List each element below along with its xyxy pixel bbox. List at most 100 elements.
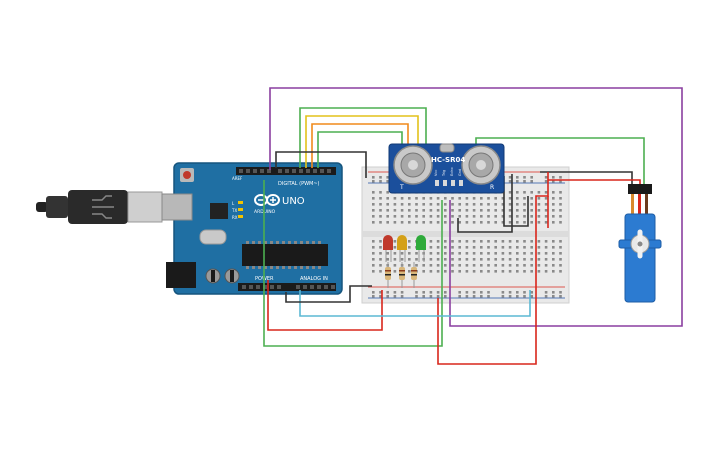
breadboard-hole[interactable] (530, 264, 533, 267)
breadboard-hole[interactable] (530, 240, 533, 243)
resistor-1[interactable] (385, 262, 391, 288)
breadboard-hole[interactable] (552, 215, 555, 218)
breadboard-hole[interactable] (386, 191, 389, 194)
breadboard-hole[interactable] (552, 264, 555, 267)
breadboard-hole[interactable] (508, 240, 512, 243)
breadboard-hole[interactable] (552, 258, 555, 261)
breadboard-hole[interactable] (480, 197, 483, 200)
breadboard-hole[interactable] (523, 180, 526, 183)
breadboard-hole[interactable] (379, 176, 382, 179)
breadboard-hole[interactable] (530, 221, 533, 224)
breadboard-hole[interactable] (415, 197, 418, 200)
breadboard-hole[interactable] (537, 270, 541, 273)
breadboard-hole[interactable] (487, 264, 490, 267)
breadboard-hole[interactable] (544, 295, 548, 298)
breadboard-hole[interactable] (552, 246, 555, 249)
breadboard-hole[interactable] (422, 203, 425, 206)
breadboard-hole[interactable] (480, 221, 483, 224)
breadboard-hole[interactable] (458, 252, 461, 255)
breadboard-hole[interactable] (429, 221, 433, 224)
breadboard-hole[interactable] (537, 246, 541, 249)
breadboard-hole[interactable] (458, 221, 461, 224)
breadboard-hole[interactable] (465, 209, 469, 212)
breadboard-hole[interactable] (408, 270, 411, 273)
breadboard-hole[interactable] (400, 252, 404, 255)
breadboard-hole[interactable] (559, 264, 562, 267)
breadboard-hole[interactable] (465, 295, 469, 298)
breadboard-hole[interactable] (444, 209, 447, 212)
breadboard-hole[interactable] (523, 215, 526, 218)
breadboard-hole[interactable] (487, 215, 490, 218)
breadboard-hole[interactable] (487, 252, 490, 255)
breadboard-hole[interactable] (516, 291, 519, 294)
black-wire-jumper-1[interactable] (457, 174, 513, 233)
breadboard-hole[interactable] (544, 191, 548, 194)
breadboard-hole[interactable] (465, 221, 469, 224)
breadboard-hole[interactable] (508, 180, 512, 183)
breadboard-hole[interactable] (552, 240, 555, 243)
breadboard-hole[interactable] (494, 264, 497, 267)
black-wire-power[interactable] (285, 285, 372, 303)
breadboard-hole[interactable] (516, 215, 519, 218)
breadboard-hole[interactable] (408, 252, 411, 255)
breadboard-hole[interactable] (552, 295, 555, 298)
breadboard-hole[interactable] (544, 258, 548, 261)
breadboard-hole[interactable] (386, 209, 389, 212)
breadboard-hole[interactable] (544, 203, 548, 206)
breadboard-hole[interactable] (487, 295, 490, 298)
breadboard-hole[interactable] (408, 197, 411, 200)
breadboard-hole[interactable] (494, 270, 497, 273)
breadboard-hole[interactable] (552, 291, 555, 294)
breadboard-hole[interactable] (408, 264, 411, 267)
black-wire-jumper-2[interactable] (503, 176, 529, 227)
breadboard-hole[interactable] (559, 240, 562, 243)
breadboard-hole[interactable] (451, 258, 454, 261)
breadboard-hole[interactable] (379, 191, 382, 194)
breadboard-hole[interactable] (530, 246, 533, 249)
breadboard-hole[interactable] (544, 176, 548, 179)
breadboard-hole[interactable] (400, 295, 404, 298)
breadboard-hole[interactable] (516, 180, 519, 183)
breadboard-hole[interactable] (523, 203, 526, 206)
breadboard-hole[interactable] (472, 264, 476, 267)
breadboard-hole[interactable] (422, 221, 425, 224)
breadboard-hole[interactable] (472, 258, 476, 261)
breadboard-hole[interactable] (386, 258, 389, 261)
breadboard-hole[interactable] (400, 209, 404, 212)
breadboard-hole[interactable] (465, 197, 469, 200)
breadboard-hole[interactable] (436, 246, 440, 249)
breadboard-hole[interactable] (379, 291, 382, 294)
breadboard-hole[interactable] (400, 215, 404, 218)
breadboard-hole[interactable] (537, 197, 541, 200)
breadboard-hole[interactable] (544, 246, 548, 249)
breadboard-hole[interactable] (379, 209, 382, 212)
breadboard-hole[interactable] (516, 240, 519, 243)
resistor-3[interactable] (411, 262, 417, 288)
breadboard-hole[interactable] (559, 176, 562, 179)
breadboard-hole[interactable] (523, 176, 526, 179)
breadboard-hole[interactable] (458, 203, 461, 206)
breadboard-hole[interactable] (494, 221, 497, 224)
breadboard-hole[interactable] (436, 264, 440, 267)
breadboard-hole[interactable] (552, 270, 555, 273)
breadboard-hole[interactable] (552, 203, 555, 206)
breadboard-hole[interactable] (501, 197, 505, 200)
breadboard-hole[interactable] (465, 291, 469, 294)
breadboard-hole[interactable] (523, 252, 526, 255)
breadboard-hole[interactable] (559, 252, 562, 255)
breadboard-hole[interactable] (422, 209, 425, 212)
breadboard-hole[interactable] (480, 295, 483, 298)
breadboard-hole[interactable] (444, 264, 447, 267)
breadboard-hole[interactable] (537, 252, 541, 255)
breadboard-hole[interactable] (400, 291, 404, 294)
led-green[interactable] (416, 235, 426, 262)
breadboard-hole[interactable] (472, 221, 476, 224)
breadboard-hole[interactable] (487, 203, 490, 206)
breadboard-hole[interactable] (530, 291, 533, 294)
breadboard-hole[interactable] (559, 197, 562, 200)
breadboard-hole[interactable] (458, 295, 461, 298)
breadboard-hole[interactable] (393, 209, 397, 212)
breadboard-hole[interactable] (372, 295, 375, 298)
breadboard-hole[interactable] (501, 203, 505, 206)
breadboard-hole[interactable] (451, 215, 454, 218)
